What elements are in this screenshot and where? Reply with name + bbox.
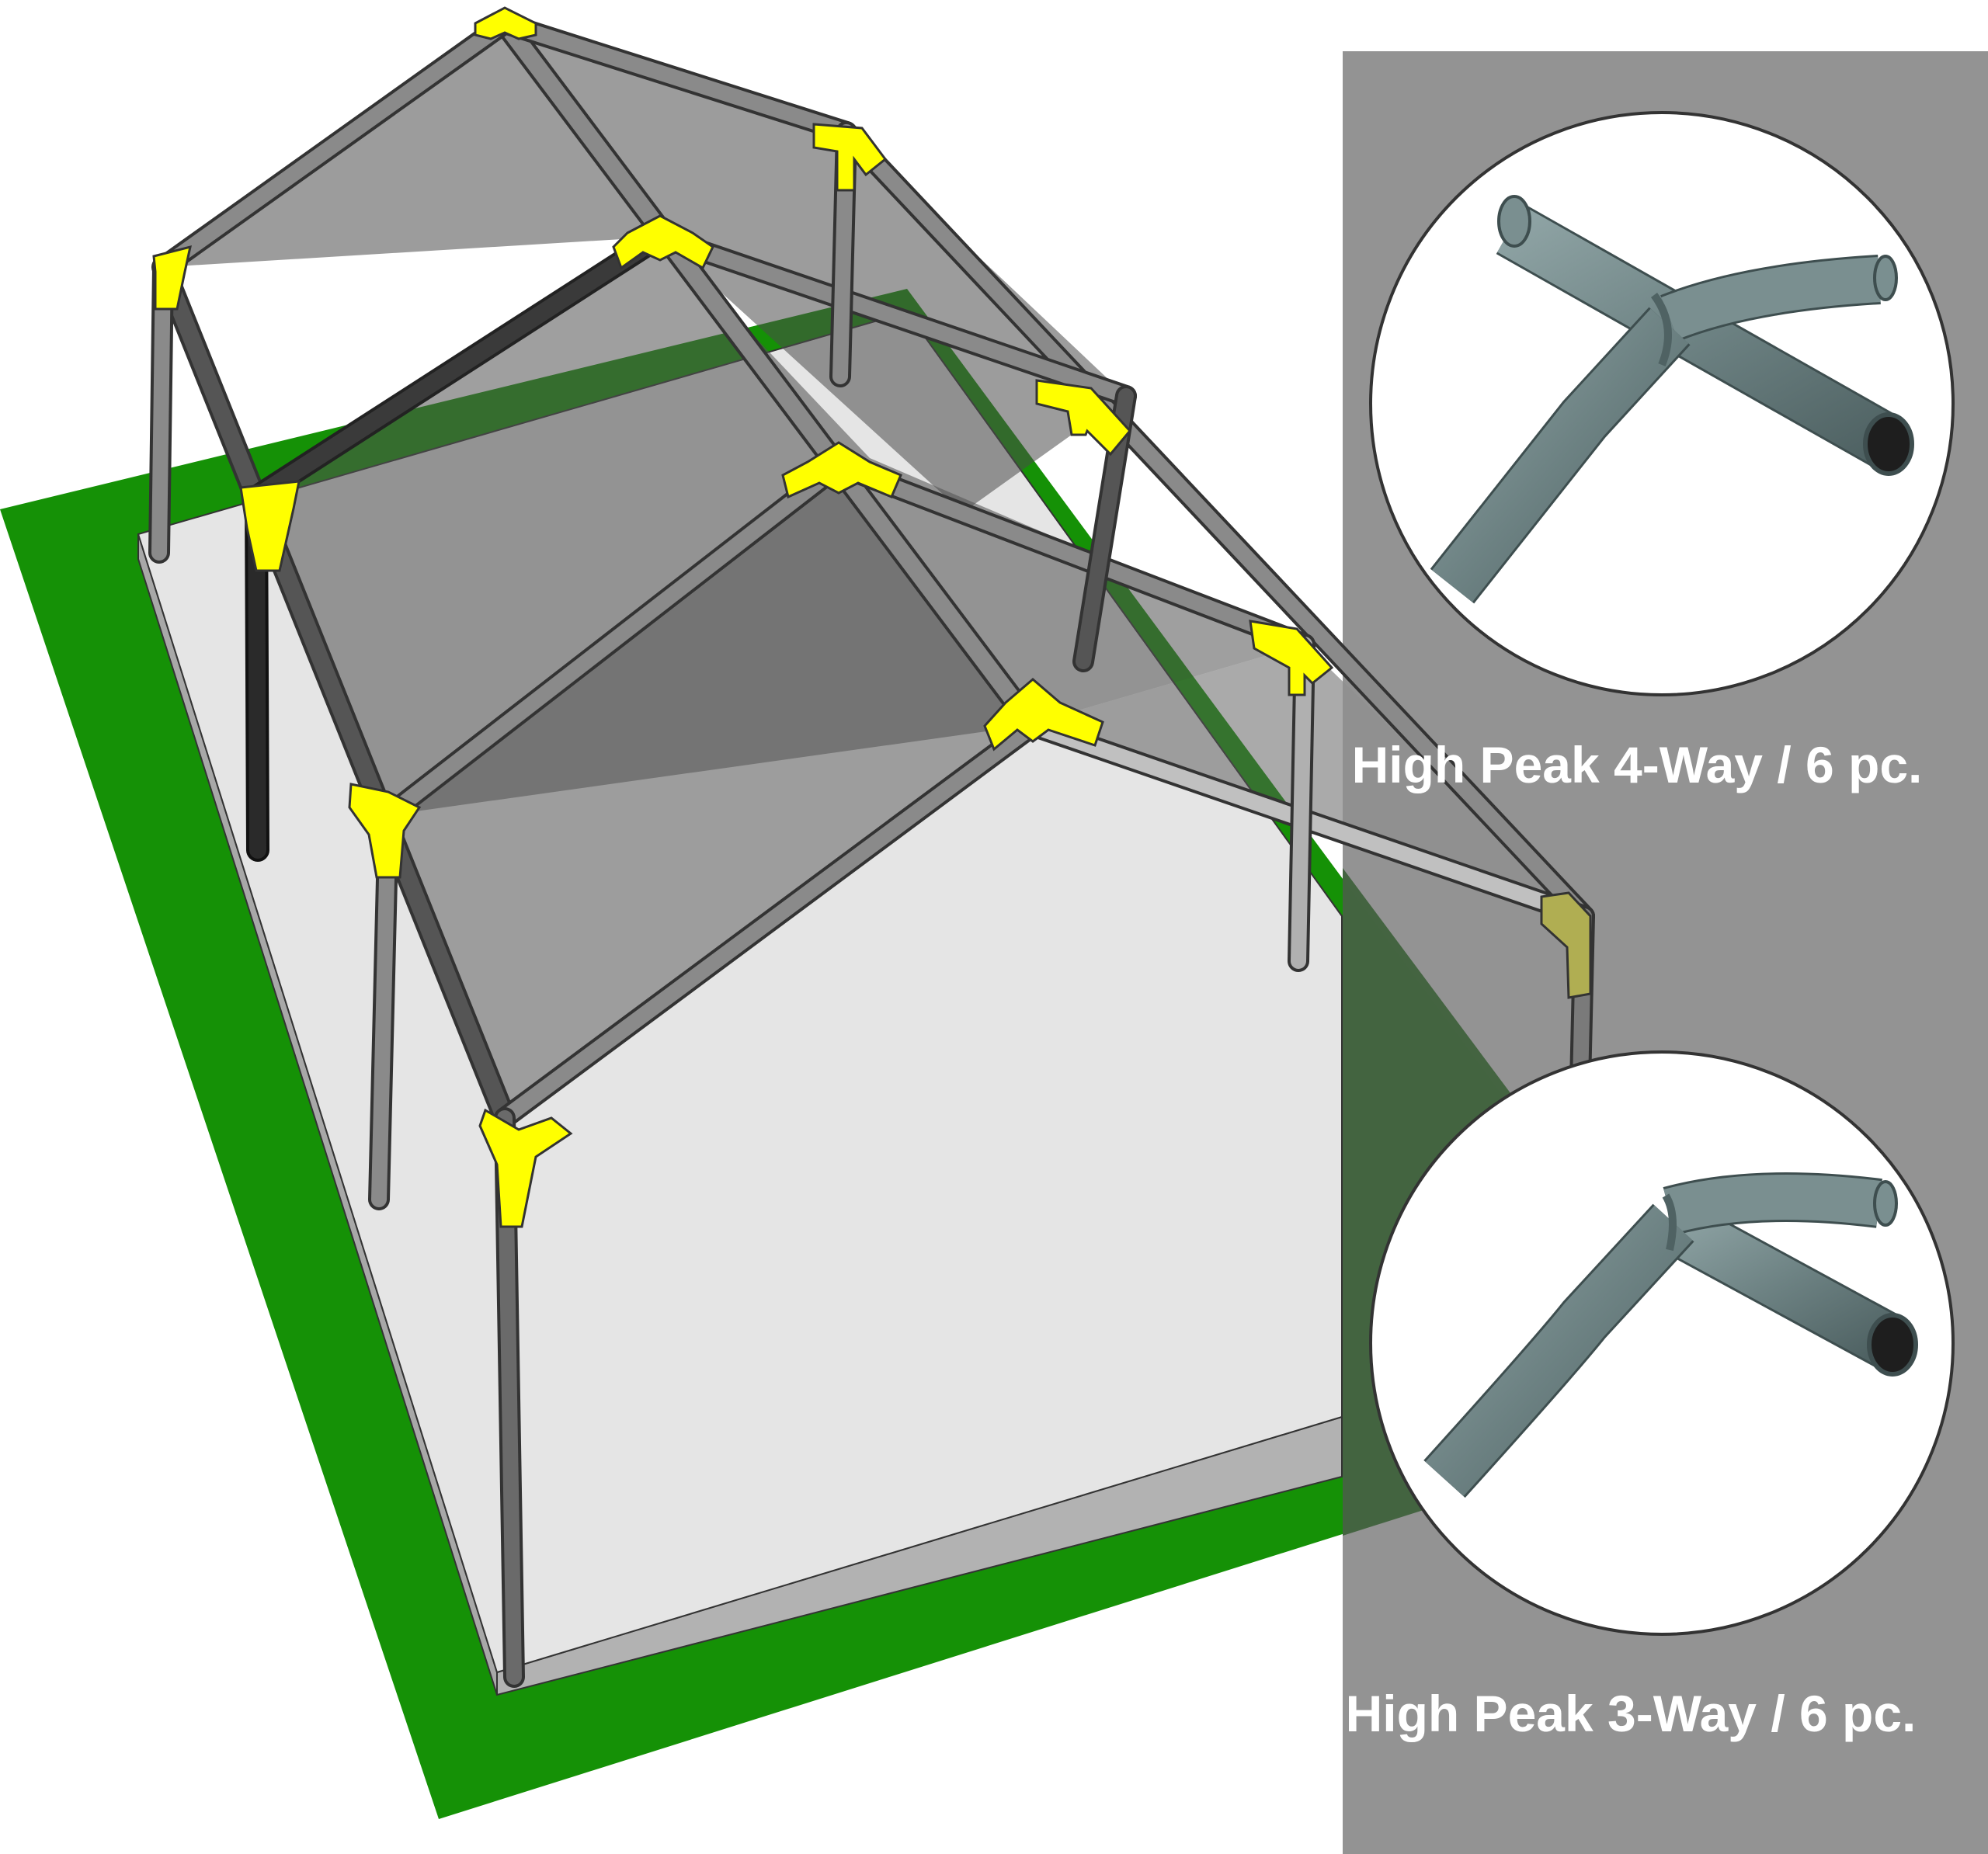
part-three-way: High Peak 3-Way / 6 pc. [1346,1050,1955,1742]
fitting-eave-mid2-left [348,783,422,879]
roof-shade-front [388,466,1584,1118]
fitting-eave-front-left [478,1108,573,1228]
tent-frame [148,12,1595,1688]
fitting-eave-mid1-right [1035,379,1131,457]
fitting-peak-mid1 [612,214,714,270]
fitting-eave-back-right [812,123,888,192]
fitting-eave-mid1-left [239,480,301,572]
fittings [152,6,1592,1228]
three-way-fitting-icon [1423,1172,1918,1498]
fitting-peak-back [474,6,537,40]
fitting-peak-front [983,678,1104,752]
part-four-way: High Peak 4-Way / 6 pc. [1352,111,1955,793]
fitting-peak-mid2 [781,441,902,499]
part-three-way-label: High Peak 3-Way / 6 pc. [1346,1685,1917,1742]
four-way-fitting-icon [1430,195,1914,604]
fitting-eave-front-right [1540,891,1592,999]
fitting-eave-back-left [152,245,192,311]
roof-shade-back [163,23,1126,512]
fitting-eave-mid2-right [1249,620,1334,696]
part-four-way-label: High Peak 4-Way / 6 pc. [1352,736,1923,793]
